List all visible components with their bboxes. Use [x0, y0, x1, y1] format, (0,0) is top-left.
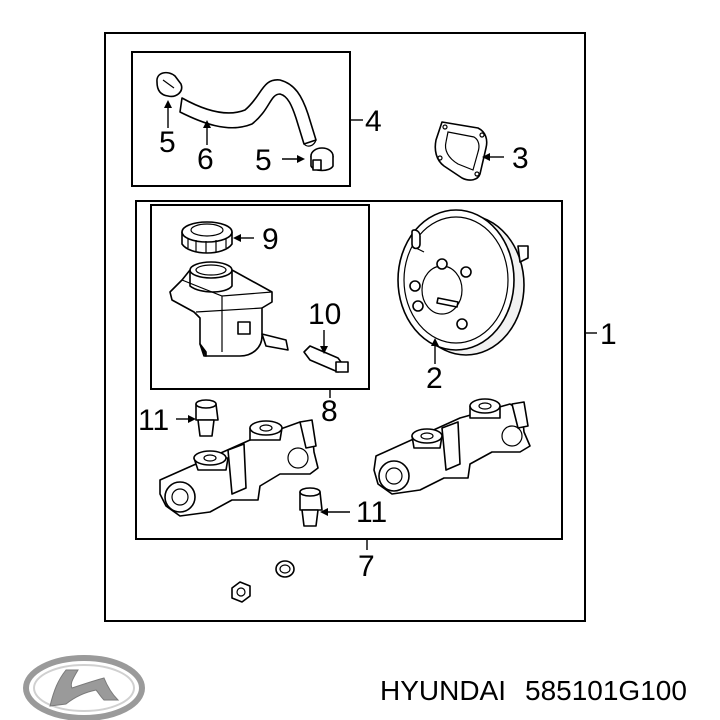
callout-2: 2 [426, 362, 443, 395]
leader-lines [164, 100, 597, 550]
hose-clamp-right [310, 147, 334, 172]
callout-11-lower: 11 [356, 496, 387, 529]
reservoir-tank [169, 261, 289, 357]
fitting-upper [195, 399, 219, 437]
callout-7: 7 [358, 550, 375, 583]
outer-frame [104, 32, 586, 622]
callout-11-upper: 11 [138, 404, 169, 437]
hose-clamp-left [156, 71, 183, 98]
callout-3: 3 [512, 142, 529, 175]
hex-nut [231, 581, 251, 603]
callout-5-lower: 5 [255, 144, 272, 177]
hose-group-box [131, 51, 351, 187]
reservoir-box [150, 204, 370, 390]
master-cylinder-right [373, 398, 531, 495]
fitting-lower [299, 487, 323, 527]
callout-9: 9 [262, 223, 279, 256]
brake-booster [397, 209, 529, 356]
callout-1: 1 [600, 318, 617, 351]
callout-10: 10 [308, 298, 341, 331]
master-cylinder-left [159, 419, 319, 517]
gasket [434, 121, 488, 181]
sensor [303, 345, 349, 373]
master-cylinder-box [135, 200, 563, 540]
part-number: 585101G100 [525, 675, 687, 706]
callout-6: 6 [197, 143, 214, 176]
brand-name: HYUNDAI [380, 675, 506, 706]
hyundai-logo [23, 655, 145, 720]
callout-8: 8 [321, 395, 338, 428]
callout-4: 4 [365, 105, 382, 138]
vacuum-hose [179, 79, 317, 147]
o-ring-seal [275, 560, 295, 578]
reservoir-cap [181, 221, 233, 254]
callout-5-upper: 5 [159, 126, 176, 159]
